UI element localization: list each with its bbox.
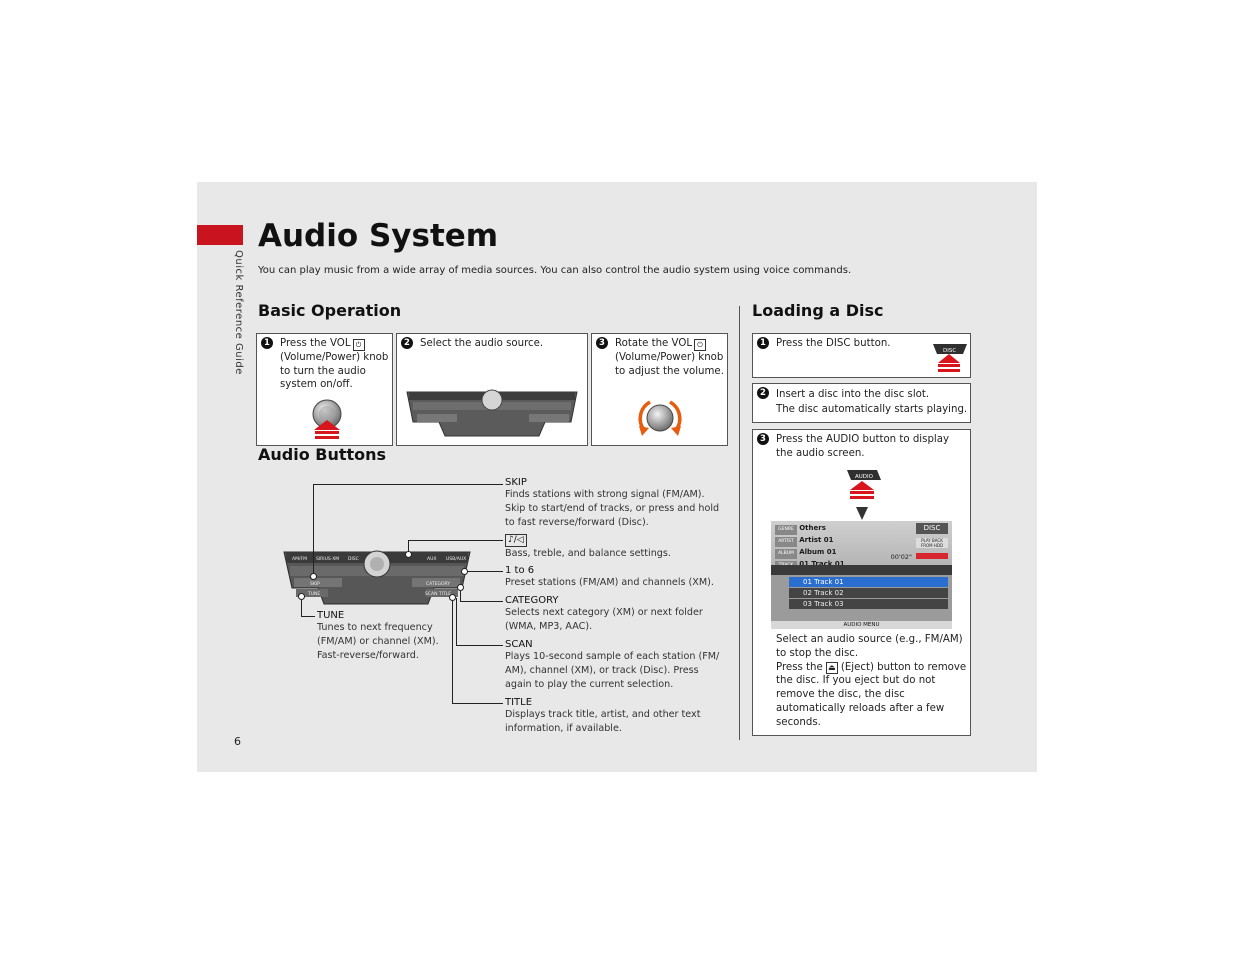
list-item[interactable]: 02 Track 02 <box>789 588 948 598</box>
page-number: 6 <box>234 735 241 748</box>
category-callout: CATEGORY Selects next category (XM) or n… <box>505 595 703 632</box>
tune-leader <box>301 616 315 617</box>
step-number: 1 <box>261 337 273 349</box>
page-title: Audio System <box>258 218 499 254</box>
title-leader <box>452 703 503 704</box>
basic-operation-heading: Basic Operation <box>258 301 402 320</box>
step-number: 3 <box>596 337 608 349</box>
panel-key-skip: SKIP <box>310 581 320 587</box>
screen-source: DISC <box>916 523 948 534</box>
track-list: 01 Track 01 02 Track 02 03 Track 03 <box>789 577 948 609</box>
vol-knob-rotate-illustration <box>638 400 682 436</box>
title-leader-v <box>452 598 453 703</box>
power-icon: ⏻ <box>694 339 707 351</box>
audio-menu-label[interactable]: AUDIO MENU <box>771 621 952 629</box>
panel-key-amfm: AM/FM <box>292 556 307 562</box>
skip-leader-v <box>313 484 314 576</box>
eject-icon: ⏏ <box>826 661 838 674</box>
category-leader <box>460 601 503 602</box>
audio-button-illustration: AUDIO <box>847 470 881 520</box>
skip-callout: SKIP Finds stations with strong signal (… <box>505 477 720 528</box>
scan-leader <box>456 645 503 646</box>
side-label: Quick Reference Guide <box>233 250 244 375</box>
tune-marker <box>298 593 305 600</box>
scan-leader-v <box>456 598 457 645</box>
step-number: 3 <box>757 433 769 445</box>
intro-text: You can play music from a wide array of … <box>258 265 852 276</box>
basic-step-2: 2 Select the audio source. <box>396 333 588 446</box>
panel-key-tune: TUNE <box>307 591 320 597</box>
tune-callout: TUNE Tunes to next frequency (FM/AM) or … <box>317 610 439 661</box>
disc-step-2: 2 Insert a disc into the disc slot. The … <box>752 383 971 423</box>
panel-key-siriusxm: SIRIUS·XM <box>316 556 339 562</box>
preset-marker <box>461 568 468 575</box>
list-item[interactable]: 03 Track 03 <box>789 599 948 609</box>
step-text: Select the audio source. <box>420 338 544 349</box>
preset-leader <box>466 571 503 572</box>
tune-leader-v <box>301 596 302 616</box>
screen-play-back: PLAY BACK FROM HDD <box>916 538 948 548</box>
screen-elapsed: 00'02" <box>890 553 912 561</box>
power-icon: ⏻ <box>352 339 365 351</box>
step-text: Press the AUDIO button to display the au… <box>776 434 950 459</box>
audio-panel-illustration: AM/FM SIRIUS·XM DISC AUX USB/AUX SKIP TU… <box>283 550 471 605</box>
panel-key-category: CATEGORY <box>426 581 450 587</box>
panel-key-usb: USB/AUX <box>446 556 466 562</box>
scan-title-marker <box>449 594 456 601</box>
tone-leader <box>408 540 503 541</box>
tone-callout: ♪/◁ Bass, treble, and balance settings. <box>505 534 671 559</box>
step-text: Insert a disc into the disc slot. The di… <box>776 389 968 415</box>
disc-button-illustration: DISC <box>933 344 967 372</box>
preset-callout: 1 to 6 Preset stations (FM/AM) and chann… <box>505 565 714 588</box>
panel-key-scan-title: SCAN TITLE <box>425 591 451 597</box>
loading-disc-heading: Loading a Disc <box>752 301 884 320</box>
audio-screen: GENRE Others ARTIST Artist 01 ALBUM Albu… <box>771 521 952 629</box>
section-tab <box>197 225 243 245</box>
tone-marker <box>405 551 412 558</box>
basic-step-1: 1 Press the VOL⏻ (Volume/Power) knob to … <box>256 333 393 446</box>
screen-info: GENRE Others ARTIST Artist 01 ALBUM Albu… <box>771 521 952 571</box>
step-number: 2 <box>757 387 769 399</box>
disc-step-3: 3 Press the AUDIO button to display the … <box>752 429 971 736</box>
step-text: Press the VOL⏻ (Volume/Power) knob to tu… <box>280 338 389 391</box>
disc-button-label: DISC <box>943 348 956 354</box>
step-number: 1 <box>757 337 769 349</box>
disc-footer-text: Select an audio source (e.g., FM/AM) to … <box>776 634 967 728</box>
step-text: Rotate the VOL⏻ (Volume/Power) knob to a… <box>615 338 724 377</box>
tone-leader-v <box>408 540 409 554</box>
audio-buttons-heading: Audio Buttons <box>258 445 387 464</box>
audio-panel-small-illustration <box>406 389 578 437</box>
skip-marker <box>310 573 317 580</box>
list-item[interactable]: 01 Track 01 <box>789 577 948 587</box>
step-number: 2 <box>401 337 413 349</box>
panel-key-disc: DISC <box>348 556 359 562</box>
skip-leader <box>313 484 503 485</box>
category-marker <box>457 584 464 591</box>
panel-key-aux: AUX <box>427 556 436 562</box>
vol-knob-press-illustration <box>312 399 342 439</box>
step-text: Press the DISC button. <box>776 338 891 349</box>
disc-step-1: 1 Press the DISC button. DISC <box>752 333 971 378</box>
column-divider <box>739 306 740 740</box>
category-leader-v <box>460 588 461 601</box>
basic-step-3: 3 Rotate the VOL⏻ (Volume/Power) knob to… <box>591 333 728 446</box>
title-callout: TITLE Displays track title, artist, and … <box>505 697 701 734</box>
audio-button-label: AUDIO <box>855 474 874 480</box>
scan-callout: SCAN Plays 10-second sample of each stat… <box>505 639 720 690</box>
tone-icon: ♪/◁ <box>505 534 527 547</box>
